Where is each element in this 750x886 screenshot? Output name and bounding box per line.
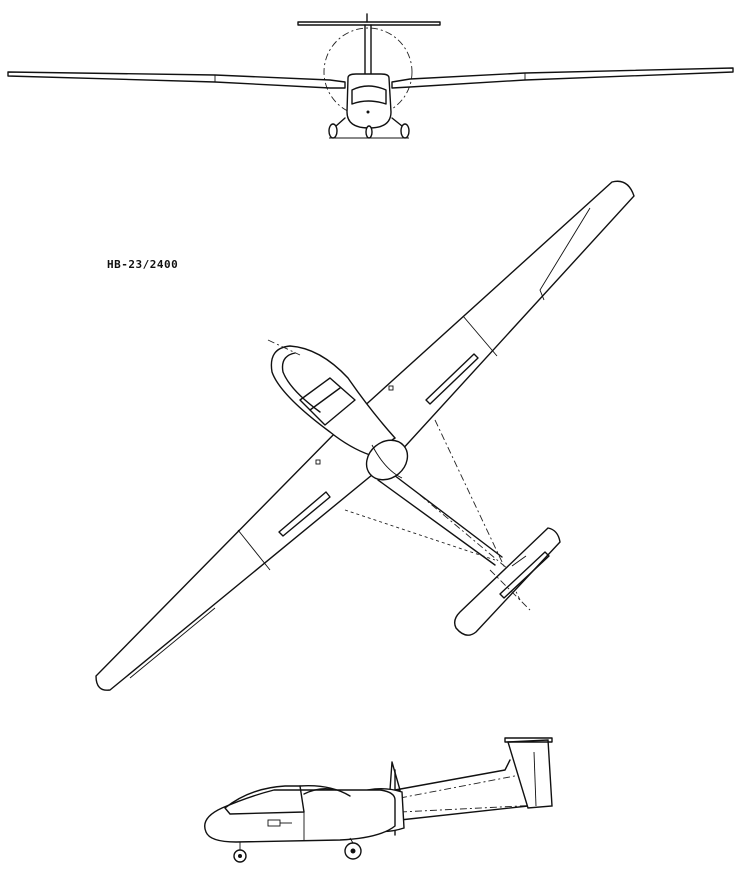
side-view [204, 737, 553, 863]
front-view [7, 13, 734, 139]
aircraft-designation-label: HB-23/2400 [107, 258, 179, 271]
plan-view [95, 180, 635, 691]
